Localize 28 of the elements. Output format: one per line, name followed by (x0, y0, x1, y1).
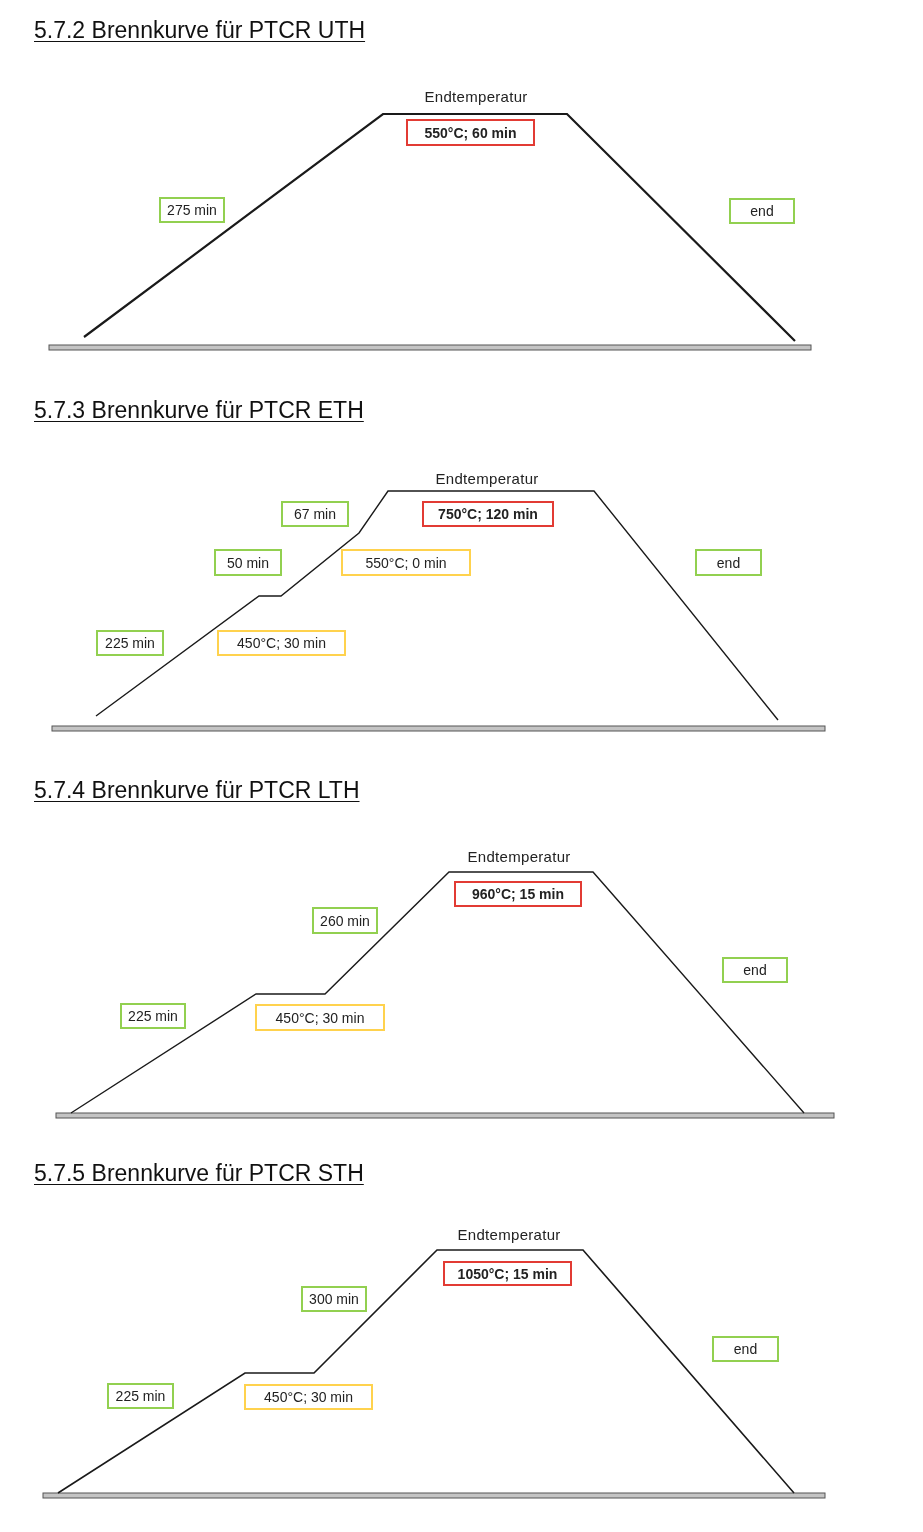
duration-box: 225 min (96, 630, 164, 656)
end-box: end (729, 198, 795, 224)
end-box: end (695, 549, 762, 576)
end-box: end (722, 957, 788, 983)
duration-box: 67 min (281, 501, 349, 527)
curve-label: Endtemperatur (435, 470, 539, 488)
hold-step-box: 450°C; 30 min (244, 1384, 373, 1410)
duration-box: 260 min (312, 907, 378, 934)
peak-temperature-box: 550°C; 60 min (406, 119, 535, 146)
duration-box: 300 min (301, 1286, 367, 1312)
peak-temperature-box: 750°C; 120 min (422, 501, 554, 527)
curve-label: Endtemperatur (467, 848, 571, 866)
curve-label: Endtemperatur (424, 88, 528, 106)
peak-temperature-box: 960°C; 15 min (454, 881, 582, 907)
section-heading: 5.7.3 Brennkurve für PTCR ETH (34, 396, 364, 424)
curve-label: Endtemperatur (457, 1226, 561, 1244)
duration-box: 275 min (159, 197, 225, 223)
duration-box: 50 min (214, 549, 282, 576)
hold-step-box: 450°C; 30 min (217, 630, 346, 656)
hold-step-box: 450°C; 30 min (255, 1004, 385, 1031)
duration-box: 225 min (120, 1003, 186, 1029)
section-heading: 5.7.4 Brennkurve für PTCR LTH (34, 776, 360, 804)
hold-step-box: 550°C; 0 min (341, 549, 471, 576)
end-box: end (712, 1336, 779, 1362)
duration-box: 225 min (107, 1383, 174, 1409)
peak-temperature-box: 1050°C; 15 min (443, 1261, 572, 1286)
section-heading: 5.7.5 Brennkurve für PTCR STH (34, 1159, 364, 1187)
section-heading: 5.7.2 Brennkurve für PTCR UTH (34, 16, 366, 44)
